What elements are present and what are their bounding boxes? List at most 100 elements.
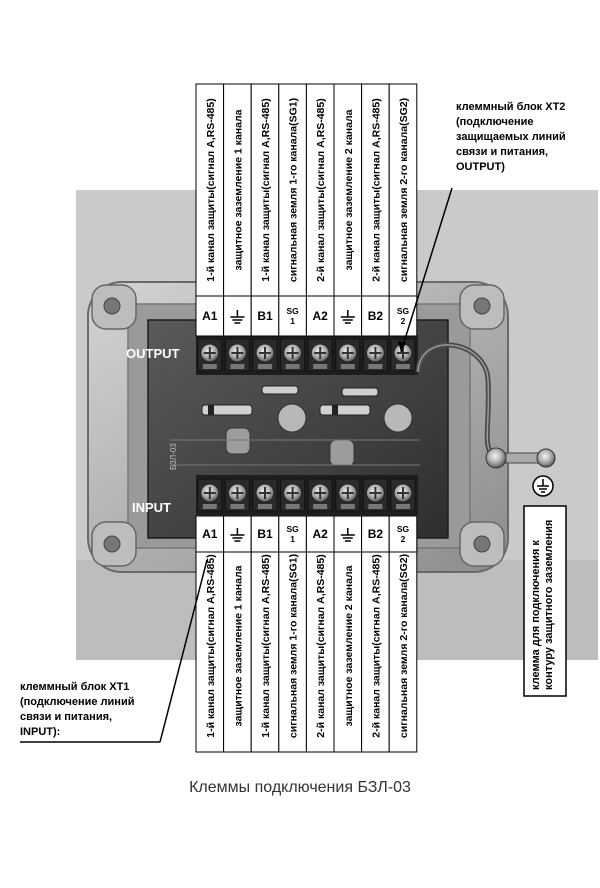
terminal-output-1: 1-й канал защиты(сигнал A,RS-485) A1 bbox=[195, 83, 225, 337]
xt1Note-line-3: INPUT): bbox=[20, 726, 60, 738]
terminal-output-6-desc-box bbox=[333, 83, 363, 297]
terminal-output-1-desc-box bbox=[195, 83, 225, 297]
output-screw-6 bbox=[335, 338, 361, 372]
terminal-output-1-code: A1 bbox=[202, 309, 218, 323]
output-screw-1 bbox=[197, 338, 223, 372]
board-marking: БЗЛ-03 bbox=[169, 443, 178, 470]
terminal-output-3: 1-й канал защиты(сигнал A,RS-485) B1 bbox=[250, 83, 280, 337]
terminal-output-1-desc: 1-й канал защиты(сигнал A,RS-485) bbox=[205, 98, 217, 281]
terminal-input-2-desc: защитное заземление 1 канала bbox=[232, 565, 244, 726]
terminal-input-4-desc-box bbox=[278, 539, 307, 753]
output-screw-3 bbox=[252, 338, 278, 372]
terminal-input-5-desc: 2-й канал защиты(сигнал A,RS-485) bbox=[315, 554, 327, 737]
input-screw-4 bbox=[280, 478, 306, 512]
terminal-input-6-desc: защитное заземление 2 канала bbox=[343, 565, 355, 726]
terminal-input-6: защитное заземление 2 канала⏚ bbox=[333, 515, 363, 753]
terminal-input-8-desc: сигнальная земля 2-го канала(SG2) bbox=[398, 554, 410, 738]
input-screw-2 bbox=[224, 478, 250, 512]
ground-icon bbox=[340, 528, 355, 542]
terminal-output-3-code: B1 bbox=[257, 309, 273, 323]
bottom-terminal-labels: 1-й канал защиты(сигнал A,RS-485) A1 защит… bbox=[195, 515, 418, 753]
output-screw-2 bbox=[224, 338, 250, 372]
terminal-input-7-desc-box bbox=[361, 539, 390, 753]
xt1Note-line-0: клеммный блок XT1 bbox=[20, 681, 129, 693]
terminal-output-7-desc: 2-й канал защиты(сигнал A,RS-485) bbox=[370, 98, 382, 281]
xt2Note-line-3: связи и питания, bbox=[456, 146, 548, 158]
terminal-input-4-desc: сигнальная земля 1-го канала(SG1) bbox=[288, 554, 300, 738]
terminal-input-5: 2-й канал защиты(сигнал A,RS-485) A2 bbox=[305, 515, 335, 753]
input-screw-8 bbox=[390, 478, 416, 512]
ground-bolt bbox=[485, 447, 556, 469]
terminal-output-8-desc: сигнальная земля 2-го канала(SG2) bbox=[398, 98, 410, 282]
output-label: OUTPUT bbox=[126, 346, 180, 361]
terminal-output-7-desc-box bbox=[361, 83, 390, 297]
ground-icon bbox=[340, 310, 355, 324]
terminal-input-3-desc-box bbox=[250, 539, 280, 753]
ground-note: клемма для подключения кконтуру защитног… bbox=[530, 520, 555, 690]
terminal-input-3-code-box bbox=[250, 515, 280, 553]
input-terminal-screws bbox=[197, 478, 416, 512]
input-screw-6 bbox=[335, 478, 361, 512]
ground-wire-highlight bbox=[417, 344, 491, 453]
input-screw-1 bbox=[197, 478, 223, 512]
output-screw-5 bbox=[307, 338, 333, 372]
terminal-input-4-code-box bbox=[278, 515, 307, 553]
terminal-input-3: 1-й канал защиты(сигнал A,RS-485)B1 bbox=[250, 515, 280, 753]
terminal-output-3-desc-box bbox=[250, 83, 280, 297]
terminal-input-7-code-box bbox=[361, 515, 390, 553]
ground-note-line-1: контуру защитного заземления bbox=[543, 520, 555, 690]
terminal-input-5-code-box bbox=[305, 515, 335, 553]
xt2Note-line-2: защищаемых линий bbox=[456, 131, 566, 143]
terminal-input-5-desc-box bbox=[305, 539, 335, 753]
xt2Note-line-4: OUTPUT) bbox=[456, 161, 505, 173]
terminal-input-3-code: B1 bbox=[257, 527, 273, 541]
corner-lugs bbox=[91, 284, 505, 567]
output-screw-7 bbox=[362, 338, 388, 372]
terminal-output-5-desc: 2-й канал защиты(сигнал A,RS-485) bbox=[315, 98, 327, 281]
figure-caption: Клеммы подключения БЗЛ-03 bbox=[189, 779, 411, 796]
terminal-output-5-code: A2 bbox=[313, 309, 329, 323]
top-terminal-labels: 1-й канал защиты(сигнал A,RS-485) A1 защит… bbox=[195, 83, 418, 337]
xt2-leader-line bbox=[400, 187, 453, 353]
xt2Note-line-1: (подключение bbox=[456, 116, 534, 128]
xt1Note-line-1: (подключение линий bbox=[20, 696, 134, 708]
terminal-input-7-desc: 2-й канал защиты(сигнал A,RS-485) bbox=[370, 554, 382, 737]
ground-note-line-0: клемма для подключения к bbox=[530, 540, 542, 690]
terminal-output-7: 2-й канал защиты(сигнал A,RS-485)B2 bbox=[361, 83, 390, 337]
terminal-output-5: 2-й канал защиты(сигнал A,RS-485) A2 bbox=[305, 83, 335, 337]
terminal-output-2-desc: защитное заземление 1 канала bbox=[232, 109, 244, 270]
terminal-output-5-desc-box bbox=[305, 83, 335, 297]
terminal-input-1-code-box bbox=[195, 515, 225, 553]
terminal-output-4-desc-box bbox=[278, 83, 307, 297]
ground-icon bbox=[230, 528, 245, 542]
terminal-input-7: 2-й канал защиты(сигнал A,RS-485) B2 bbox=[361, 515, 390, 753]
terminal-input-5-code: A2 bbox=[313, 527, 329, 541]
ground-note-box bbox=[523, 505, 567, 697]
terminal-input-8-code-box bbox=[388, 515, 418, 553]
terminal-input-6-desc-box bbox=[333, 539, 363, 753]
output-screw-8 bbox=[390, 338, 416, 372]
terminal-input-2: защитное заземление 1 канала⏚ bbox=[223, 515, 252, 753]
terminal-output-6-code-box bbox=[333, 295, 363, 337]
terminal-input-1-desc: 1-й канал защиты(сигнал A,RS-485) bbox=[205, 554, 217, 737]
terminal-output-6-desc: защитное заземление 2 канала bbox=[343, 109, 355, 270]
input-screw-3 bbox=[252, 478, 278, 512]
terminal-input-1-code: A1 bbox=[202, 527, 218, 541]
terminal-input-7-code: B2 bbox=[368, 527, 384, 541]
terminal-output-3-desc: 1-й канал защиты(сигнал A,RS-485) bbox=[260, 98, 272, 281]
terminal-output-4-code-box bbox=[278, 295, 307, 337]
terminal-output-4-desc: сигнальная земля 1-го канала(SG1) bbox=[288, 98, 300, 282]
terminal-input-1: 1-й канал защиты(сигнал A,RS-485) A1 bbox=[195, 515, 225, 753]
output-terminal-screws bbox=[197, 338, 416, 372]
